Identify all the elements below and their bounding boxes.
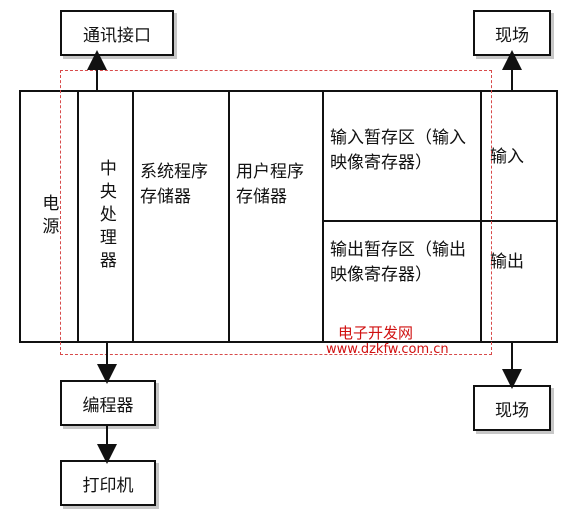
- power-cell: 电源: [19, 90, 77, 343]
- output-cell: 输出: [490, 250, 554, 280]
- input-buffer-label: 输入暂存区（输入映像寄存器）: [330, 128, 466, 173]
- divider-power: [77, 90, 79, 343]
- watermark-line2: www.dzkfw.com.cn: [326, 342, 449, 357]
- comm-interface-label: 通讯接口: [83, 25, 151, 46]
- field-bottom-label: 现场: [495, 400, 529, 421]
- divider-buffer: [480, 90, 482, 343]
- field-bottom-box: 现场: [473, 385, 551, 431]
- watermark-line1: 电子开发网: [338, 324, 414, 342]
- user-memory-cell: 用户程序存储器: [236, 160, 320, 280]
- field-top-label: 现场: [495, 25, 529, 46]
- cpu-label: 中央处理器: [95, 159, 116, 274]
- input-cell: 输入: [490, 145, 554, 175]
- comm-interface-box: 通讯接口: [60, 10, 174, 56]
- divider-system-memory: [228, 90, 230, 343]
- power-label: 电源: [38, 193, 59, 240]
- input-buffer-cell: 输入暂存区（输入映像寄存器）: [330, 126, 474, 220]
- output-buffer-cell: 输出暂存区（输出映像寄存器）: [330, 238, 474, 338]
- divider-io: [322, 220, 558, 222]
- cpu-cell: 中央处理器: [79, 90, 132, 343]
- divider-user-memory: [322, 90, 324, 343]
- programmer-label: 编程器: [82, 395, 134, 416]
- plc-main-block: [19, 90, 558, 343]
- output-buffer-label: 输出暂存区（输出映像寄存器）: [330, 240, 466, 285]
- system-memory-cell: 系统程序存储器: [140, 160, 224, 280]
- system-memory-label: 系统程序存储器: [140, 162, 208, 207]
- divider-cpu: [132, 90, 134, 343]
- input-label: 输入: [490, 147, 524, 167]
- output-label: 输出: [490, 252, 524, 272]
- programmer-box: 编程器: [60, 380, 156, 426]
- user-memory-label: 用户程序存储器: [236, 162, 304, 207]
- printer-label: 打印机: [82, 475, 134, 496]
